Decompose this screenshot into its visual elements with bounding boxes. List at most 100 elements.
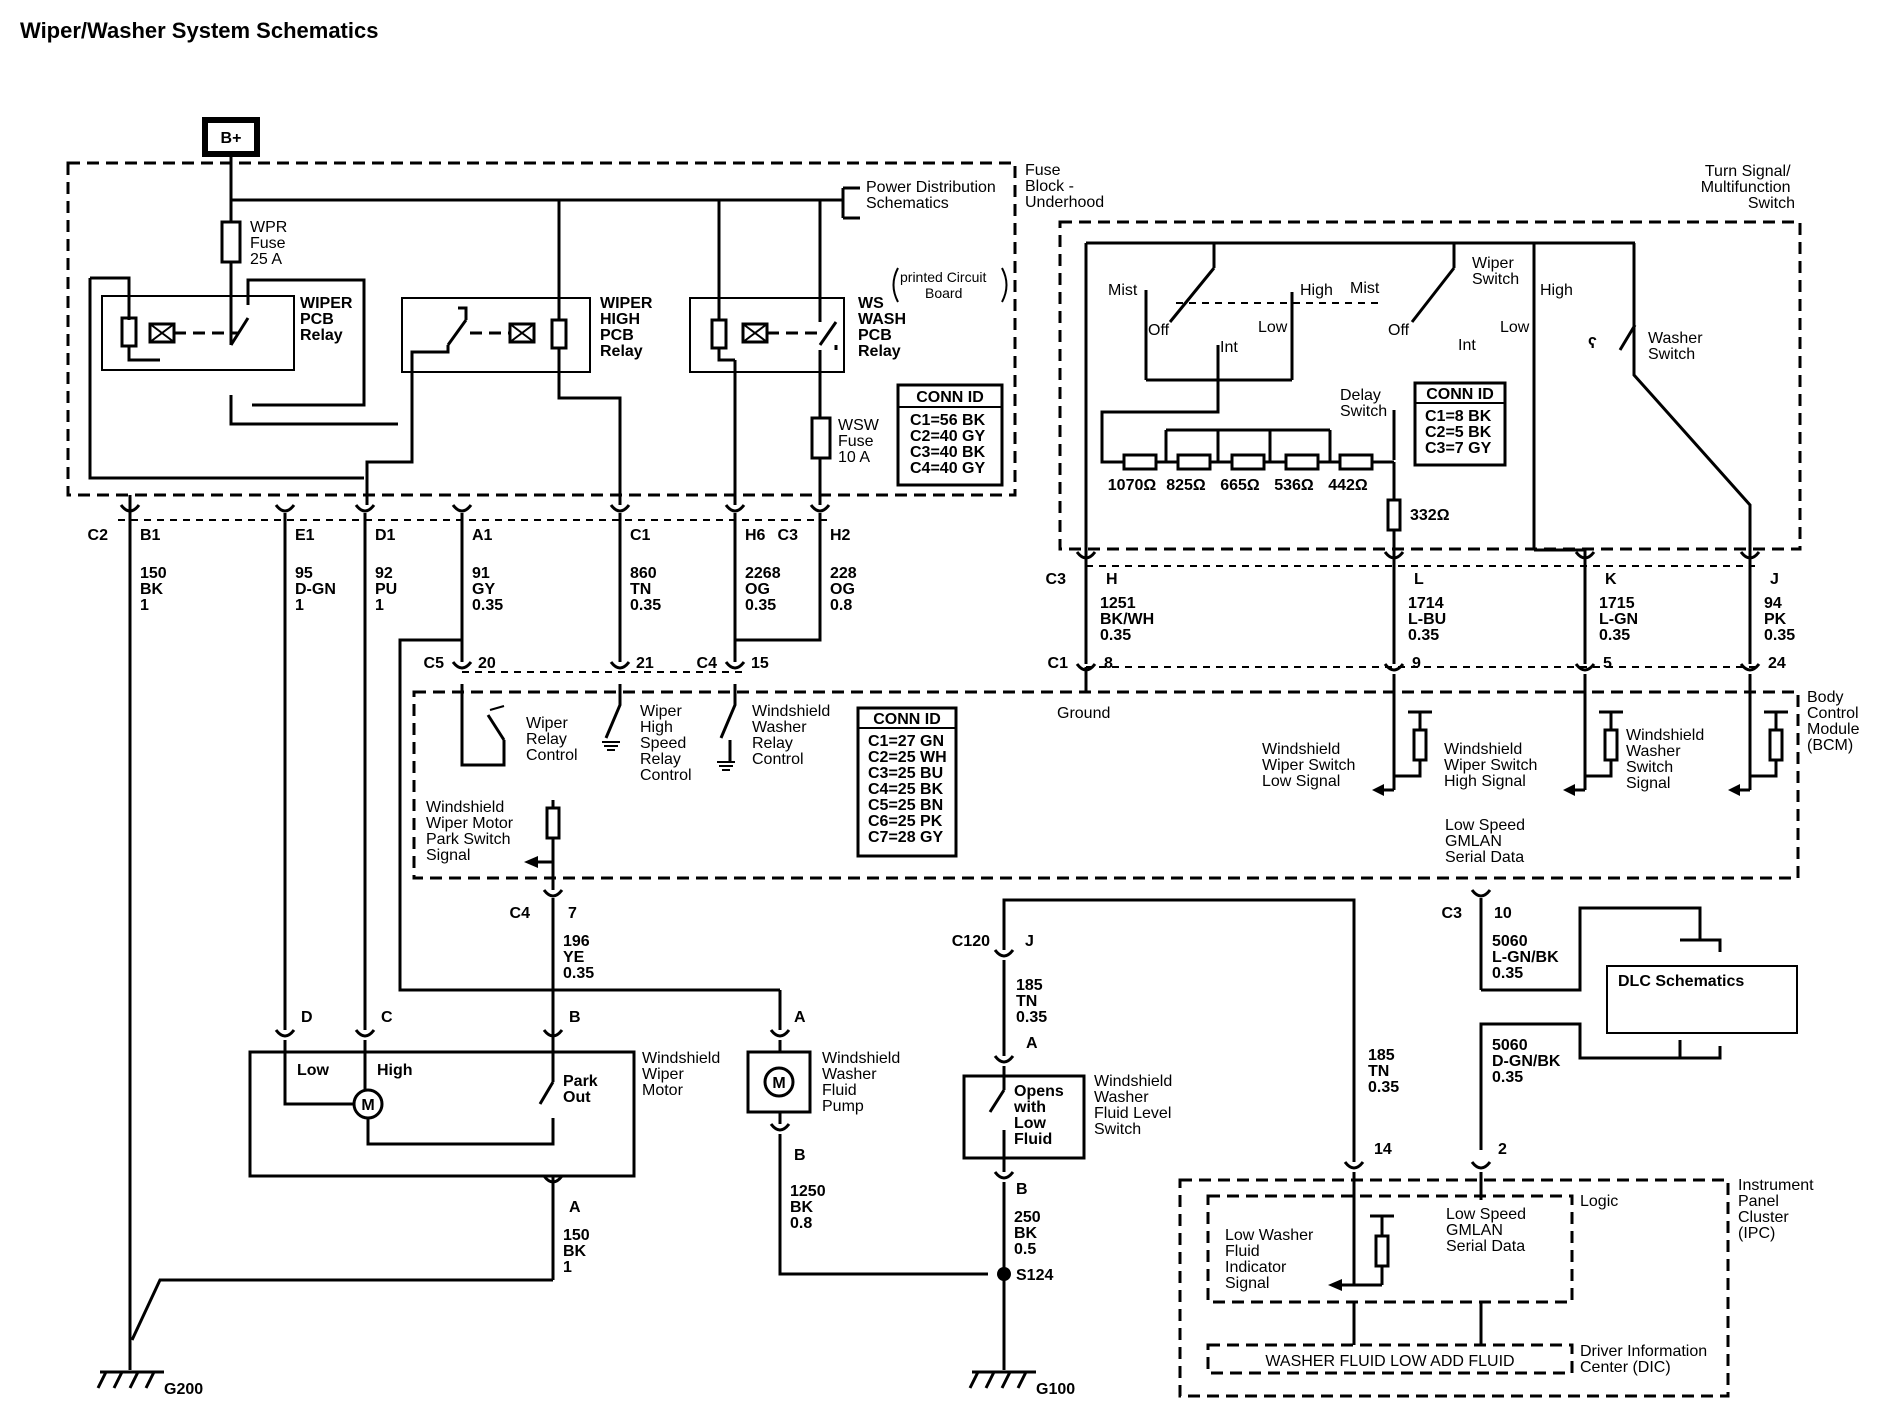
fuse-block-conn-id: CONN ID C1=56 BK C2=40 GY C3=40 BK C4=40… [896,383,1004,487]
pin-label: C1 [630,527,651,544]
resistor [1284,453,1320,471]
svg-text:DLC Schematics: DLC Schematics [1618,973,1744,990]
circuit-label: 0.35 [1764,627,1795,644]
wiper-high-relay-label: WIPER HIGH PCB Relay [600,295,657,360]
washer-switch-label: Washer Switch [1648,330,1707,363]
svg-text:C120: C120 [952,933,990,950]
circuit-label: L-GN [1599,611,1638,628]
fuse-block-underhood: Fuse Block - Underhood [66,161,1104,497]
resistor [1176,453,1212,471]
resistor-332 [1386,498,1402,532]
svg-text:A: A [794,1009,806,1026]
svg-text:B: B [1016,1181,1028,1198]
turn-signal-conn-id: CONN ID C1=8 BK C2=5 BK C3=7 GY [1413,381,1507,467]
mist-label: Mist [1108,282,1138,299]
int-label-2: Int [1458,337,1476,354]
circuit-label: 0.35 [630,597,661,614]
low-label-2: Low [1500,319,1530,336]
battery-positive-terminal: B+ [202,117,260,157]
svg-text:14: 14 [1374,1141,1392,1158]
circuit-label: 1715 [1599,595,1635,612]
motor-pin-a: A [542,1175,581,1216]
wiper-switch-label: Wiper Switch [1472,255,1519,288]
resistor [1122,453,1158,471]
page-title: Wiper/Washer System Schematics [20,18,378,43]
instrument-panel-cluster: Instrument Panel Cluster (IPC) Logic 14 … [1178,1141,1814,1398]
pcb-note: printed Circuit Board [900,269,990,301]
dlc-schematics-box[interactable]: DLC Schematics [1606,938,1798,1060]
circuit-label: OG [745,581,770,598]
ground-label: Ground [1057,705,1110,722]
wsw-fuse-label: WSW Fuse 10 A [838,417,883,466]
wiper-high-pcb-relay: WIPER HIGH PCB Relay [401,295,657,373]
wiper-motor-pins: D C B A [274,1009,581,1216]
pin-label: B [569,1009,581,1026]
turn-signal-multifunction-switch: Turn Signal/ Multifunction Switch [1058,163,1802,551]
conn-label: C3 [1046,571,1067,588]
delay-switch-label: Delay Switch [1340,387,1387,420]
circuit-196: 196 YE 0.35 [563,933,594,982]
circuit-label: 94 [1764,595,1782,612]
circuit-label: 228 [830,565,857,582]
circuit-label: 1 [140,597,149,614]
circuit-label: GY [472,581,495,598]
wsw-fuse [810,416,832,460]
circuit-label: OG [830,581,855,598]
pin-label: A1 [472,527,493,544]
pin-label: D [301,1009,313,1026]
pin-label: D1 [375,527,396,544]
resistor-label: 536Ω [1274,477,1314,494]
circuit-185-ipc: 185 TN 0.35 [1368,1047,1399,1096]
circuit-label: 1 [295,597,304,614]
wiper-relay-label: WIPER PCB Relay [300,295,357,344]
power-distribution-link[interactable]: Power Distribution Schematics [866,179,1000,212]
washer-switch-symbol: ʕ [1588,335,1597,352]
high-label-2: High [1540,282,1573,299]
motor-pin-c: C [354,1009,393,1052]
pin-label: H6 [745,527,766,544]
conn-label: C4 [697,655,718,672]
pin-label: L [1414,571,1424,588]
svg-text:B: B [794,1147,806,1164]
svg-text:10: 10 [1494,905,1512,922]
svg-text:CONN ID: CONN ID [916,389,984,406]
circuit-5060-dgn: 5060 D-GN/BK 0.35 [1492,1037,1565,1086]
circuit-label: PK [1764,611,1787,628]
circuit-label: 0.35 [1599,627,1630,644]
circuit-label: BK/WH [1100,611,1154,628]
resistor-332-label: 332Ω [1410,507,1450,524]
body-control-module: Body Control Module (BCM) [412,689,1860,880]
bcm-pin-21: 21 [609,640,654,672]
bcm-switch-inputs [1372,674,1788,796]
washer-pump-label: Windshield Washer Fluid Pump [822,1050,905,1115]
circuit-label: 2268 [745,565,781,582]
pin-label: 20 [478,655,496,672]
ground-g100: G100 [968,1370,1075,1398]
dic-message: WASHER FLUID LOW ADD FLUID [1265,1353,1514,1370]
circuit-label: BK [140,581,164,598]
bcm-gmlan-label: Low Speed GMLAN Serial Data [1445,817,1530,866]
svg-text:CONN ID: CONN ID [1426,386,1494,403]
circuit-label: 1714 [1408,595,1444,612]
circuit-185-top: 185 TN 0.35 [1016,977,1047,1026]
bcm-input-2 [1728,674,1788,796]
svg-text:C3: C3 [1442,905,1463,922]
ipc-gmlan-label: Low Speed GMLAN Serial Data [1446,1206,1531,1255]
svg-text:M: M [772,1075,785,1092]
circuit-label: PU [375,581,397,598]
motor-pin-d: D [274,1009,313,1052]
svg-text:7: 7 [568,905,577,922]
circuit-5060-lgn: 5060 L-GN/BK 0.35 [1492,933,1563,982]
wiper-pcb-relay: WIPER PCB Relay [101,295,357,371]
